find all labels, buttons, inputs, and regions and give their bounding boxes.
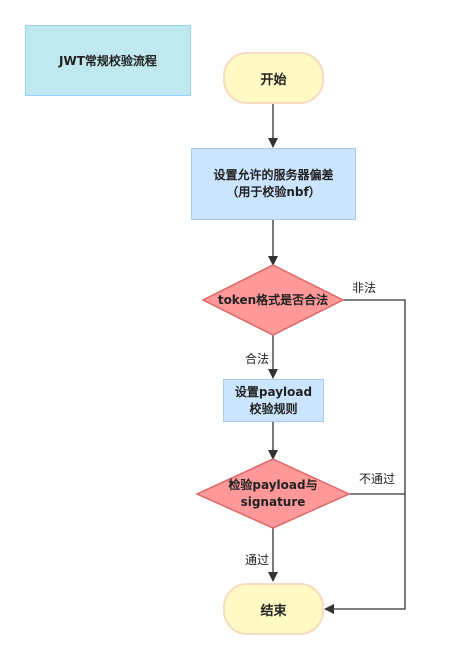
edge-label-illegal: 非法	[351, 279, 378, 296]
decision-verify-payload-shape	[195, 458, 351, 529]
edge-label-legal: 合法	[244, 350, 271, 367]
set-payload-rules-node: 设置payload 校验规则	[223, 379, 324, 422]
decision-token-format-shape	[201, 264, 345, 336]
diagram-title: JWT常规校验流程	[25, 25, 191, 96]
edge-token-illegal-to-end	[324, 299, 406, 614]
token-format-label: token格式是否合法	[217, 292, 329, 307]
end-node: 结束	[223, 583, 324, 635]
set-skew-node: 设置允许的服务器偏差 （用于校验nbf）	[191, 148, 356, 220]
edge-label-not-pass: 不通过	[358, 470, 397, 487]
start-node: 开始	[223, 52, 324, 104]
edge-label-pass: 通过	[244, 551, 271, 568]
verify-payload-label: 检验payload与 signature	[228, 478, 318, 509]
